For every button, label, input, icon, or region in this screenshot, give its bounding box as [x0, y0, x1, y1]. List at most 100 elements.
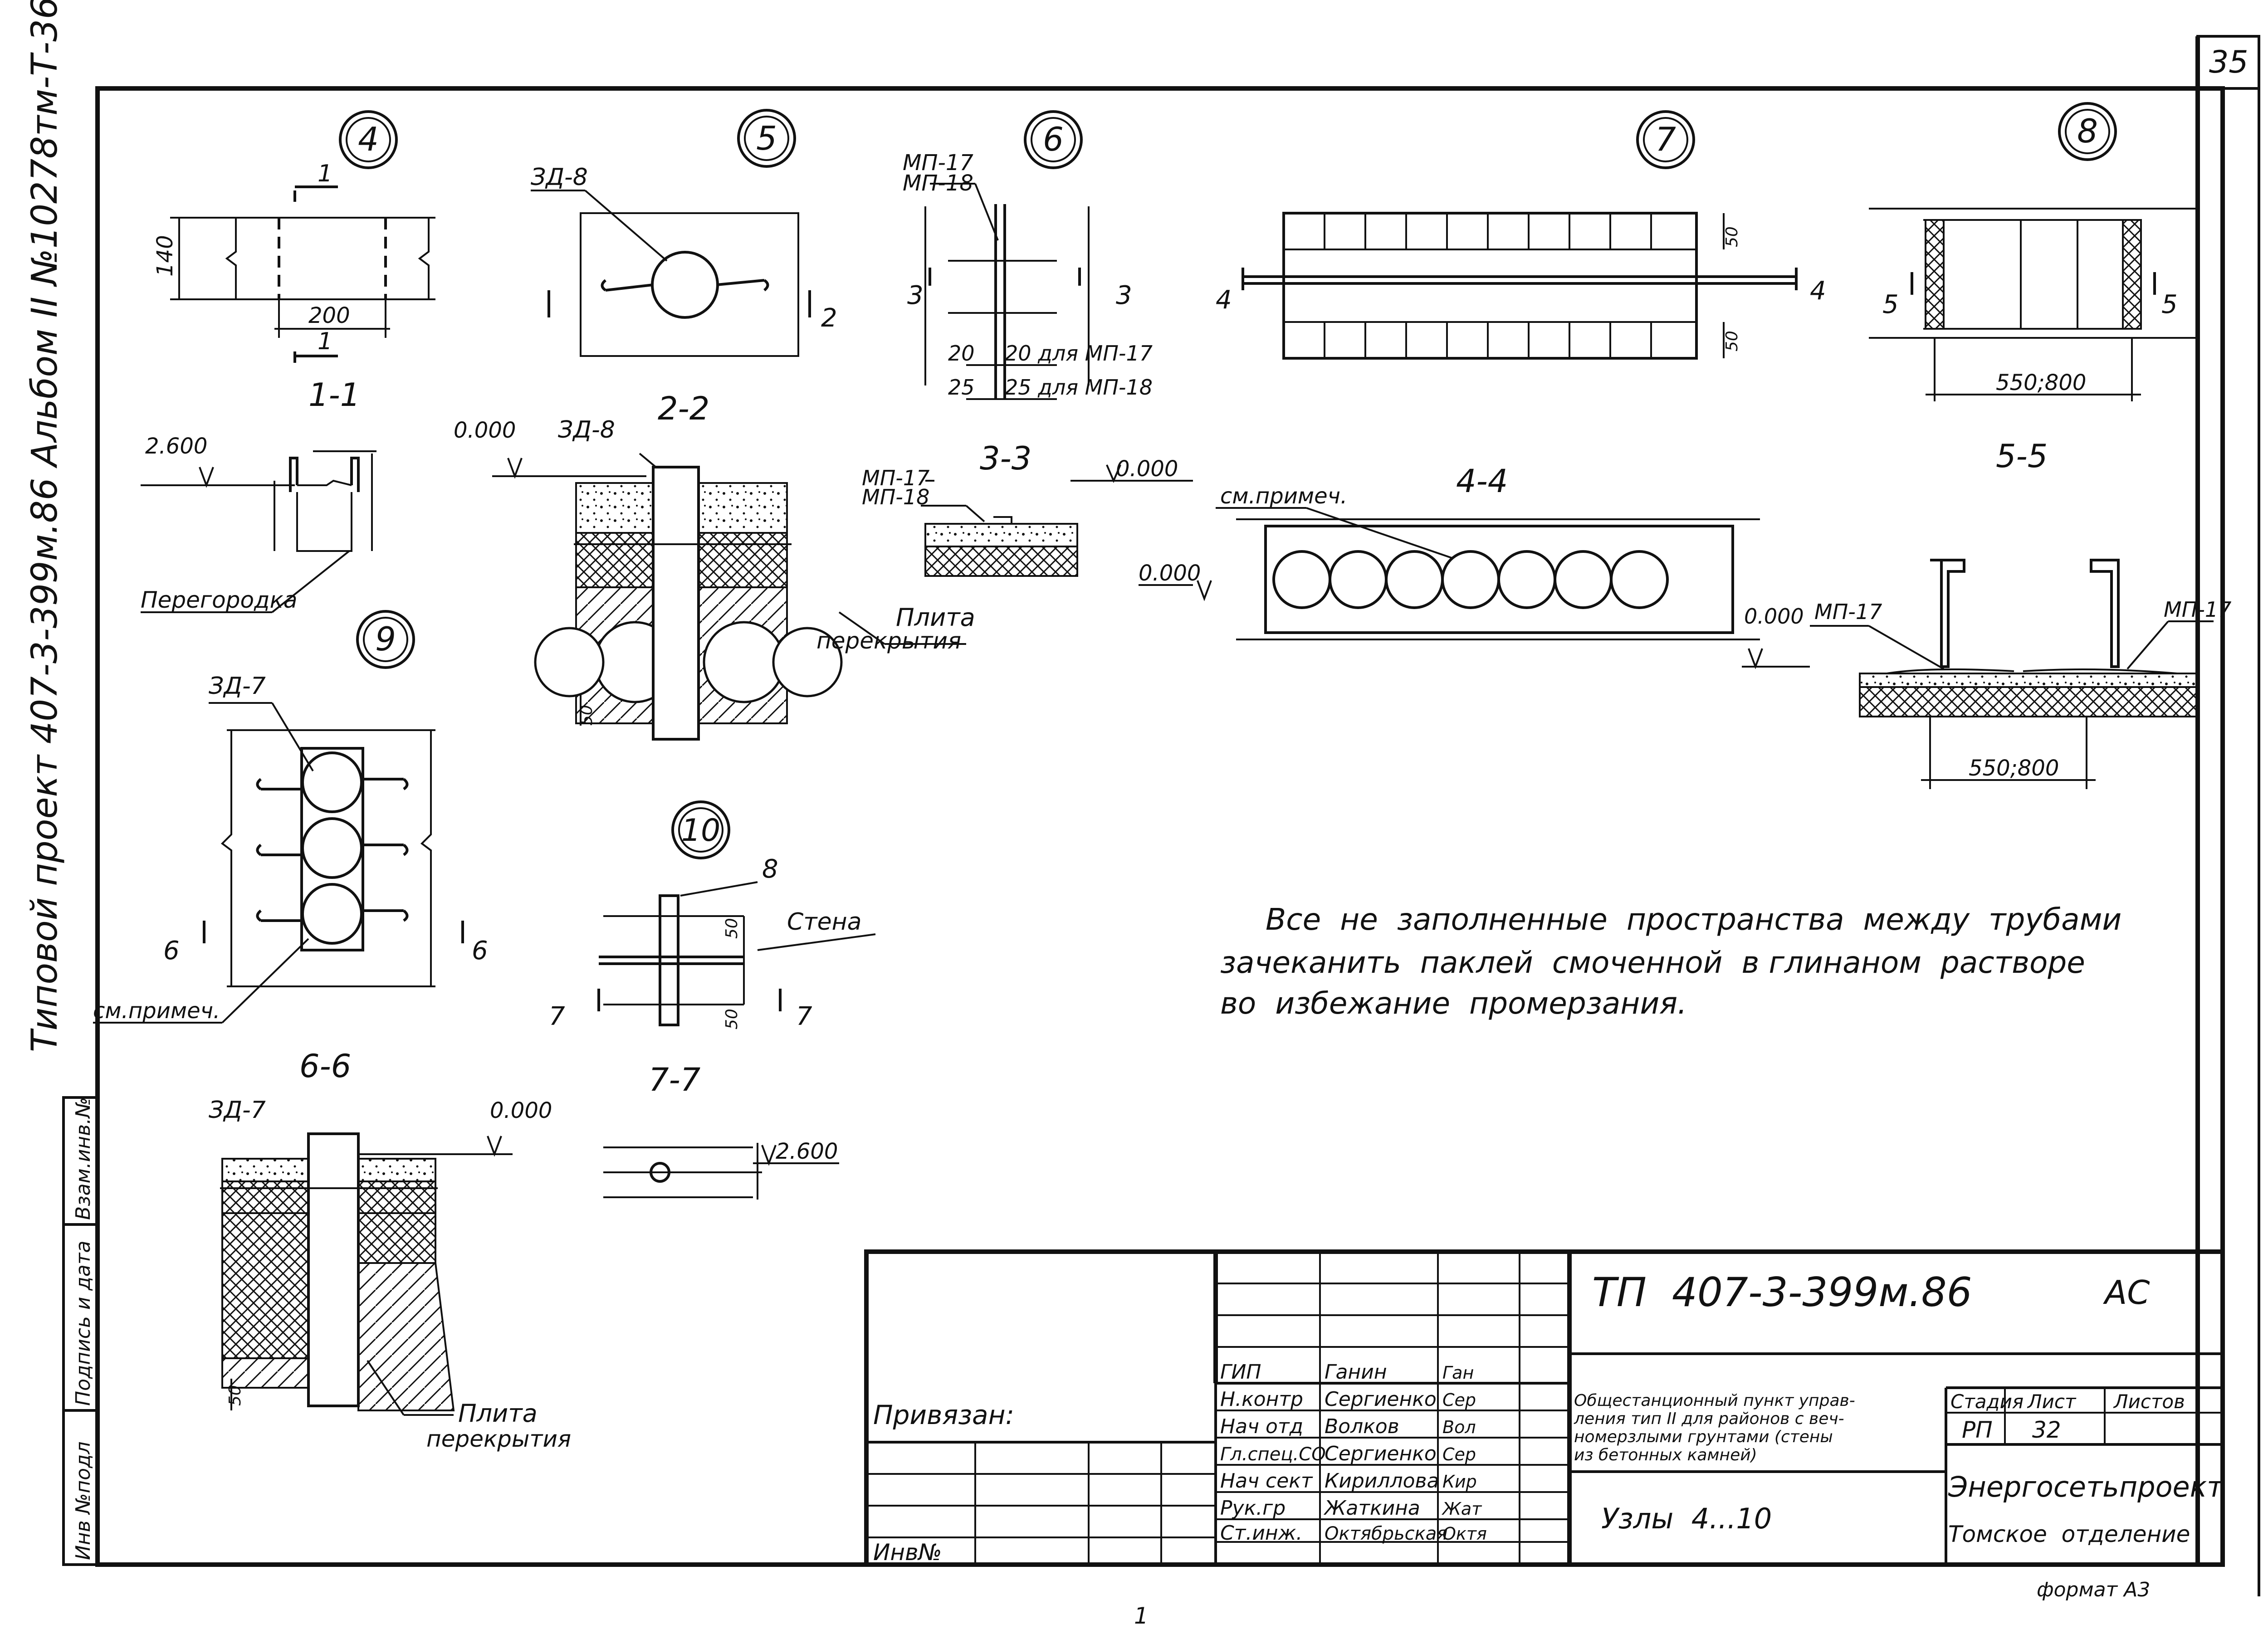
n5-part-section: ЗД-8: [558, 416, 615, 444]
note-line-2: зачеканить паклей смоченной в глинаном р…: [1220, 945, 2085, 980]
n7-dim-bottom: 50: [1723, 331, 1741, 351]
section-6-6-title: 6-6: [299, 1048, 351, 1085]
sign-ruk-gr: Жат: [1442, 1499, 1482, 1519]
n6-circle-label: 6: [1043, 120, 1064, 158]
n5-slab-label-1: Плита: [896, 603, 975, 632]
name-nach-otd: Волков: [1325, 1415, 1399, 1438]
node-5: [492, 109, 966, 741]
note-line-3: во избежание промерзания.: [1220, 986, 1687, 1021]
name-gl-spec: Сергиенко: [1325, 1442, 1437, 1465]
sign-nach-otd: Вол: [1442, 1417, 1476, 1437]
footer-mark: 1: [1134, 1603, 1149, 1629]
n9-marker-left: 6: [163, 936, 180, 966]
stage-label: Стадия: [1950, 1390, 2024, 1413]
org-name-2: Томское отделение: [1948, 1521, 2190, 1547]
format-label: формат А3: [2037, 1578, 2150, 1601]
node-4: [141, 110, 435, 613]
n4-dim-width: 200: [308, 303, 350, 328]
role-ruk-gr: Рук.гр: [1220, 1497, 1286, 1520]
n6-dim-d: 25 для МП-18: [1005, 375, 1153, 400]
sign-st-inzh: Октя: [1442, 1524, 1487, 1544]
n9-slab-label-2: перекрытия: [426, 1426, 571, 1452]
n6-level: 0.000: [1116, 456, 1178, 482]
n10-marker-left: 7: [549, 1002, 565, 1031]
drawing-code: ТП 407-3-399м.86: [1592, 1269, 1972, 1316]
node-9: [93, 610, 513, 1416]
section-1-1-title: 1-1: [308, 376, 360, 414]
n4-dim-height: 140: [152, 235, 178, 277]
sign-nkontr: Сер: [1442, 1390, 1476, 1410]
n8-level: 0.000: [1744, 604, 1804, 629]
section-5-5-title: 5-5: [1996, 438, 2048, 475]
object-line-1: Общестанционный пункт управ-: [1574, 1391, 1855, 1410]
name-st-inzh: Октябрьская: [1325, 1523, 1447, 1544]
n4-partition-label: Перегородка: [141, 587, 297, 613]
n10-dim-bottom: 50: [723, 1009, 741, 1029]
n10-ref: 8: [762, 854, 778, 884]
n5-part-label: ЗД-8: [531, 164, 588, 191]
n6-dim-b: 20 для МП-17: [1005, 341, 1153, 366]
n10-circle-label: 10: [681, 813, 721, 849]
node-7: [1139, 110, 1798, 640]
name-nkontr: Сергиенко: [1325, 1388, 1437, 1411]
n9-note-ref: см.примеч.: [93, 998, 220, 1024]
role-nkontr: Н.контр: [1220, 1388, 1303, 1411]
n6-dim-c: 25: [948, 375, 975, 400]
sign-nach-sekt: Кир: [1442, 1472, 1477, 1492]
sheet-number: 35: [2209, 44, 2248, 80]
side-project-title: Типовой проект 407-3-399м.86 Альбом II №…: [24, 0, 65, 1052]
n7-dim-top: 50: [1723, 226, 1741, 247]
n10-dim-top: 50: [723, 918, 741, 939]
n9-part-label: ЗД-7: [209, 673, 266, 700]
n7-level: 0.000: [1139, 561, 1201, 586]
title-block-grid: [864, 1249, 2225, 1567]
org-name-1: Энергосетьпроект: [1948, 1470, 2224, 1503]
role-nach-otd: Нач отд: [1220, 1415, 1303, 1438]
n5-marker: 2: [821, 303, 837, 333]
n7-circle-label: 7: [1655, 120, 1676, 158]
node-6: [921, 110, 1193, 577]
n10-marker-right: 7: [796, 1002, 812, 1031]
n10-wall-label: Стена: [787, 908, 861, 936]
sign-gip: Ган: [1442, 1363, 1474, 1383]
n8-marker-right: 5: [2161, 290, 2178, 319]
role-gl-spec: Гл.спец.СО: [1220, 1444, 1326, 1465]
role-nach-sekt: Нач сект: [1220, 1469, 1313, 1493]
section-7-7-title: 7-7: [649, 1061, 700, 1098]
n9-dim: 50: [226, 1385, 244, 1406]
sheet-label: Лист: [2027, 1390, 2077, 1413]
drawing-mark: АС: [2103, 1273, 2150, 1312]
n7-note-ref: см.примеч.: [1220, 483, 1347, 509]
n9-part-section: ЗД-7: [209, 1097, 266, 1124]
inv-label: Инв№: [873, 1539, 942, 1566]
stage-value: РП: [1962, 1417, 1993, 1443]
n4-marker-top: 1: [318, 160, 332, 187]
section-3-3-title: 3-3: [980, 440, 1031, 477]
name-ruk-gr: Жаткина: [1323, 1497, 1420, 1520]
stamp-replace-label: Взам.инв.№: [72, 1097, 95, 1220]
note-line-1: Все не заполненные пространства между тр…: [1266, 902, 2121, 937]
name-nach-sekt: Кириллова: [1325, 1469, 1439, 1493]
n5-level: 0.000: [454, 418, 516, 443]
n6-marker-right: 3: [1116, 281, 1132, 310]
n9-level: 0.000: [490, 1098, 552, 1123]
n6-dim-a: 20: [948, 341, 975, 366]
n4-marker-bottom: 1: [318, 328, 332, 355]
n8-part-right: МП-17: [2164, 597, 2231, 622]
object-line-4: из бетонных камней): [1574, 1446, 1757, 1464]
margin-stamp: [62, 1096, 99, 1566]
node-10: [597, 800, 876, 1200]
n4-level: 2.600: [145, 434, 207, 459]
section-2-2-title: 2-2: [658, 390, 709, 427]
n6-sec-part-1: МП-17: [862, 466, 929, 490]
n9-slab-label-1: Плита: [458, 1399, 538, 1428]
node-8: [1742, 102, 2214, 789]
n10-level: 2.600: [776, 1139, 838, 1164]
role-gip: ГИП: [1220, 1361, 1261, 1384]
n9-circle-label: 9: [375, 620, 396, 658]
stamp-sign-label: Подпись и дата: [72, 1241, 95, 1406]
n8-dim-section: 550;800: [1969, 756, 2059, 781]
n6-sec-part-2: МП-18: [862, 485, 929, 509]
object-line-3: номерзлыми грунтами (стены: [1574, 1428, 1833, 1446]
